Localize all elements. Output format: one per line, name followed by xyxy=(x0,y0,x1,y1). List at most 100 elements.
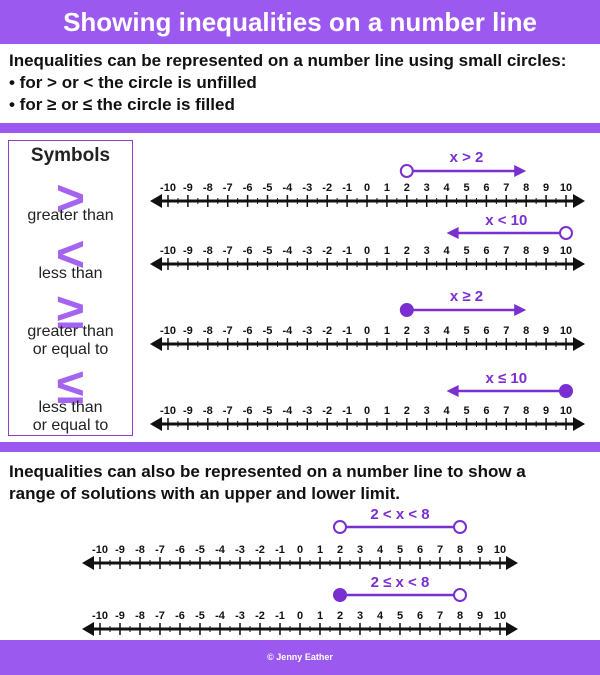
axis-right-arrow xyxy=(573,257,585,271)
greater-than-or-equal-symbol: ≥ xyxy=(56,283,85,339)
less-than-or-equal-label-1: less than xyxy=(38,399,103,416)
tick-label: 5 xyxy=(463,182,469,194)
tick-label: 10 xyxy=(560,325,572,337)
tick-label: -6 xyxy=(243,405,253,417)
tick-label: -9 xyxy=(115,610,125,622)
tick-label: -8 xyxy=(135,544,145,556)
tick-label: -1 xyxy=(275,544,285,556)
tick-label: -3 xyxy=(235,544,245,556)
tick-label: -4 xyxy=(283,245,294,257)
tick-label: 7 xyxy=(503,245,509,257)
tick-label: 5 xyxy=(397,610,403,622)
greater-than-or-equal-label-2: or equal to xyxy=(32,341,109,358)
tick-label: 6 xyxy=(483,182,489,194)
filled-circle xyxy=(559,384,573,398)
tick-label: 7 xyxy=(503,405,509,417)
page-title: Showing inequalities on a number line xyxy=(0,0,600,44)
tick-label: -6 xyxy=(243,182,253,194)
greater-than-label: greater than xyxy=(27,207,114,224)
less-than-symbol: < xyxy=(55,226,86,282)
tick-label: 5 xyxy=(397,544,403,556)
tick-label: -1 xyxy=(342,245,352,257)
range-text-line-1: Inequalities can also be represented on … xyxy=(9,462,526,481)
tick-label: -2 xyxy=(255,610,265,622)
tick-label: -10 xyxy=(92,544,108,556)
tick-label: 9 xyxy=(543,245,549,257)
tick-label: -7 xyxy=(155,610,165,622)
tick-label: 9 xyxy=(477,610,483,622)
axis-left-arrow xyxy=(82,556,94,570)
tick-label: 1 xyxy=(317,610,323,622)
tick-label: 1 xyxy=(384,405,390,417)
tick-label: 5 xyxy=(463,245,469,257)
tick-label: -8 xyxy=(203,182,213,194)
tick-label: 1 xyxy=(384,325,390,337)
open-circle xyxy=(453,520,467,534)
tick-label: -8 xyxy=(203,245,213,257)
tick-label: 4 xyxy=(444,325,451,337)
tick-label: 7 xyxy=(503,182,509,194)
tick-label: -2 xyxy=(322,182,332,194)
tick-label: -1 xyxy=(275,610,285,622)
tick-label: -2 xyxy=(322,325,332,337)
tick-label: 1 xyxy=(384,245,390,257)
tick-label: 0 xyxy=(364,325,370,337)
tick-label: -2 xyxy=(255,544,265,556)
symbols-panel: Symbols > greater than < less than ≥ gre… xyxy=(8,140,133,436)
intro-line-1: Inequalities can be represented on a num… xyxy=(9,51,567,70)
tick-label: -9 xyxy=(183,245,193,257)
open-circle xyxy=(333,520,347,534)
tick-label: 9 xyxy=(477,544,483,556)
tick-label: 10 xyxy=(560,182,572,194)
tick-label: 6 xyxy=(417,610,423,622)
solution-right-arrow xyxy=(514,304,527,316)
tick-label: 4 xyxy=(444,405,451,417)
tick-label: -6 xyxy=(175,544,185,556)
tick-label: 2 xyxy=(337,544,343,556)
tick-label: 3 xyxy=(357,610,363,622)
tick-label: 3 xyxy=(424,182,430,194)
filled-circle xyxy=(399,303,414,317)
tick-label: -10 xyxy=(160,405,176,417)
tick-label: -8 xyxy=(203,405,213,417)
tick-label: 2 xyxy=(404,325,410,337)
greater-than-or-equal-label-1: greater than xyxy=(27,323,114,340)
tick-label: -6 xyxy=(175,610,185,622)
tick-label: -1 xyxy=(342,182,352,194)
axis-left-arrow xyxy=(150,337,162,351)
tick-label: 1 xyxy=(317,544,323,556)
axis-left-arrow xyxy=(82,622,94,636)
footer-credit: © Jenny Eather xyxy=(0,640,600,675)
inequality-label: 2 < x < 8 xyxy=(370,506,429,523)
tick-label: 10 xyxy=(494,610,506,622)
tick-label: 4 xyxy=(377,544,384,556)
tick-label: -3 xyxy=(302,182,312,194)
tick-label: -9 xyxy=(183,405,193,417)
tick-label: -7 xyxy=(155,544,165,556)
axis-left-arrow xyxy=(150,417,162,431)
tick-label: -2 xyxy=(322,405,332,417)
tick-label: -5 xyxy=(263,182,273,194)
tick-label: 2 xyxy=(337,610,343,622)
tick-label: -1 xyxy=(342,325,352,337)
tick-label: -5 xyxy=(263,325,273,337)
tick-label: 6 xyxy=(483,325,489,337)
tick-label: -3 xyxy=(302,405,312,417)
open-circle xyxy=(453,588,467,602)
tick-label: 4 xyxy=(444,182,451,194)
intro-line-2: • for > or < the circle is unfilled xyxy=(9,73,257,92)
tick-label: -5 xyxy=(195,610,205,622)
tick-label: 8 xyxy=(523,182,529,194)
tick-label: -3 xyxy=(302,325,312,337)
tick-label: 1 xyxy=(384,182,390,194)
less-than-label: less than xyxy=(38,265,103,282)
tick-label: -4 xyxy=(215,544,226,556)
tick-label: 2 xyxy=(404,405,410,417)
tick-label: -3 xyxy=(235,610,245,622)
inequality-label: x ≤ 10 xyxy=(485,370,527,387)
range-text-line-2: range of solutions with an upper and low… xyxy=(9,484,401,503)
tick-label: -1 xyxy=(342,405,352,417)
divider-band-middle xyxy=(0,442,600,452)
axis-right-arrow xyxy=(506,622,518,636)
inequality-label: 2 ≤ x < 8 xyxy=(371,574,430,591)
